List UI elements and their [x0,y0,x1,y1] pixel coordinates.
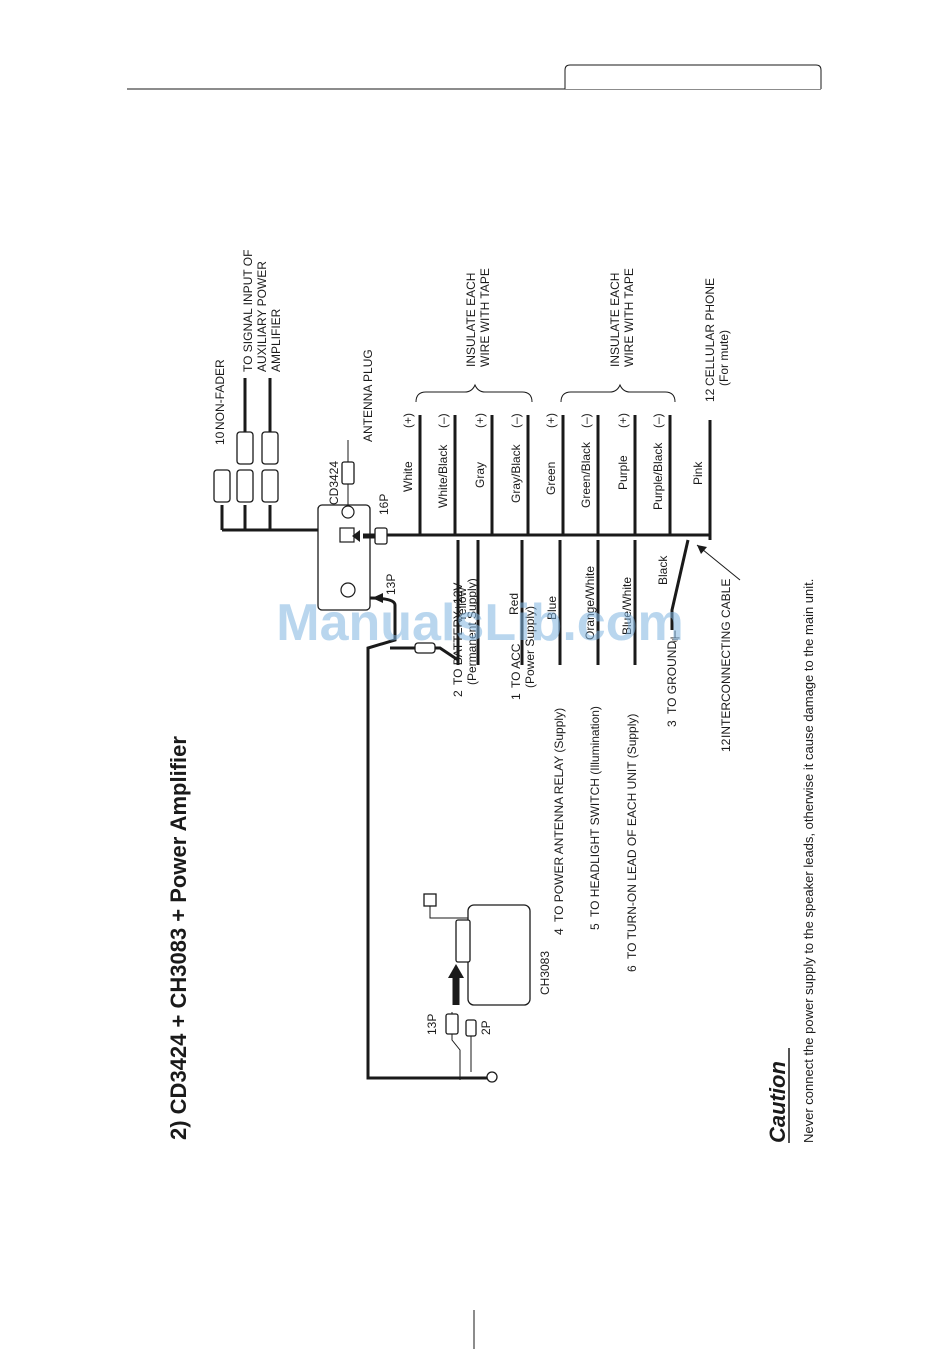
rca-plug-2 [236,469,254,503]
power-wire-1: Red [507,593,521,615]
arrow-13p-head [372,593,383,603]
cellular-line2: (For mute) [717,330,731,386]
header-tab [564,64,822,89]
speaker-wire-2-color: Gray [473,462,487,488]
power-label-0-line2: (Permanent Supply) [465,578,479,685]
power-label-2-line1: TO POWER ANTENNA RELAY (Supply) [552,708,566,922]
rca-plug-4 [236,431,254,465]
signal-line-1: TO SIGNAL INPUT OF [241,250,255,372]
cd3424-label: CD3424 [327,461,341,505]
ch3083-slot [455,919,471,963]
speaker-wire-4-sign: (+) [544,413,558,428]
power-wire-4: Blue/White [620,577,634,635]
power-label-1-num: 1 [509,693,523,700]
wire-black [670,539,690,630]
antenna-plug [341,461,355,485]
interconnect-pointer [696,544,741,581]
speaker-wire-7-sign: (–) [651,413,665,428]
ch-insert-arrow-head [448,964,464,978]
speaker-wire-5-sign: (–) [579,413,593,428]
power-label-2-num: 4 [552,928,566,935]
brace-2 [560,383,676,403]
cd-socket-13p [340,582,356,598]
ch-plug-13p [445,1013,459,1035]
speaker-wire-1-sign: (–) [436,413,450,428]
insulate-2-line2: WIRE WITH TAPE [622,268,636,367]
power-label-1-line2: (Power Supply) [523,606,537,688]
cellular-num: 12 [703,388,717,402]
power-wire-0: Yellow [455,587,469,622]
ground-symbol: ⏚ [668,629,682,645]
speaker-wire-3-color: Gray/Black [509,443,523,503]
plug-16p [374,527,388,545]
speaker-wire-0-color: White [401,461,415,492]
power-label-4-num: 6 [625,965,639,972]
antenna-plug-label: ANTENNA PLUG [361,349,375,442]
non-fader-label: NON-FADER [213,359,227,430]
watermark: ManualsLib.com [276,594,683,652]
yellow-link [390,646,459,662]
cellular-line1: CELLULAR PHONE [703,278,717,386]
signal-line-2: AUXILIARY POWER [255,261,269,372]
interconnect-label: INTERCONNECTING CABLE [719,579,733,738]
ch-top-plug [423,893,437,907]
rca-plug-1 [213,469,231,503]
power-label-4-line1: TO TURN-ON LEAD OF EACH UNIT (Supply) [625,714,639,959]
ground-ring [486,1071,498,1083]
fuse [414,642,436,654]
speaker-wire-6-sign: (+) [616,413,630,428]
arrow-16p-head [352,530,360,542]
power-label-5-num: 3 [665,720,679,727]
rca-plug-5 [261,431,279,465]
rca-plug-3 [261,469,279,503]
insulate-2-line1: INSULATE EACH [608,273,622,367]
signal-line-3: AMPLIFIER [269,308,283,372]
speaker-wire-1-color: White/Black [436,444,450,508]
non-fader-num: 10 [213,431,227,445]
power-label-5-line1: TO GROUND [665,641,679,714]
page-title-rotated: 2) CD3424 + CH3083 + Power Amplifier [166,736,191,1140]
brace-1 [415,383,533,403]
cd-antenna-socket [341,505,355,519]
speaker-wire-5-color: Green/Black [579,441,593,508]
interconnect-num: 12 [719,738,733,752]
ch3083-label: CH3083 [538,951,552,995]
power-label-3-line1: TO HEADLIGHT SWITCH (Illumination) [588,706,602,917]
caution-heading: Caution [765,1061,790,1143]
power-wire-3: Orange/White [583,566,597,640]
cd3424-unit [317,504,371,611]
speaker-wire-4-color: Green [544,462,558,495]
speaker-wire-3-sign: (–) [509,413,523,428]
speaker-wire-7-color: Purple/Black [651,442,665,510]
ch-plug-2p [465,1019,477,1037]
power-wire-2: Blue [545,596,559,620]
power-label-0-line1: TO BATTERY+12V [451,583,465,685]
caution-text: Never connect the power supply to the sp… [801,579,816,1143]
speaker-wire-2-sign: (+) [473,413,487,428]
ch3083-unit [467,904,531,1006]
power-label-3-num: 5 [588,923,602,930]
ch-2p-label: 2P [479,1020,493,1035]
insulate-1-line2: WIRE WITH TAPE [478,268,492,367]
ch-13p-label: 13P [425,1014,439,1035]
interconnect-pointer-head [697,545,707,554]
insulate-1-line1: INSULATE EACH [464,273,478,367]
speaker-wire-0-sign: (+) [401,413,415,428]
power-label-0-num: 2 [451,690,465,697]
speaker-wire-8-color: Pink [691,461,705,485]
connector-16p-label: 16P [377,494,391,515]
connector-13p-label: 13P [384,574,398,595]
power-wire-5: Black [656,555,670,585]
speaker-wire-6-color: Purple [616,455,630,490]
power-label-1-line1: TO ACC [509,643,523,688]
